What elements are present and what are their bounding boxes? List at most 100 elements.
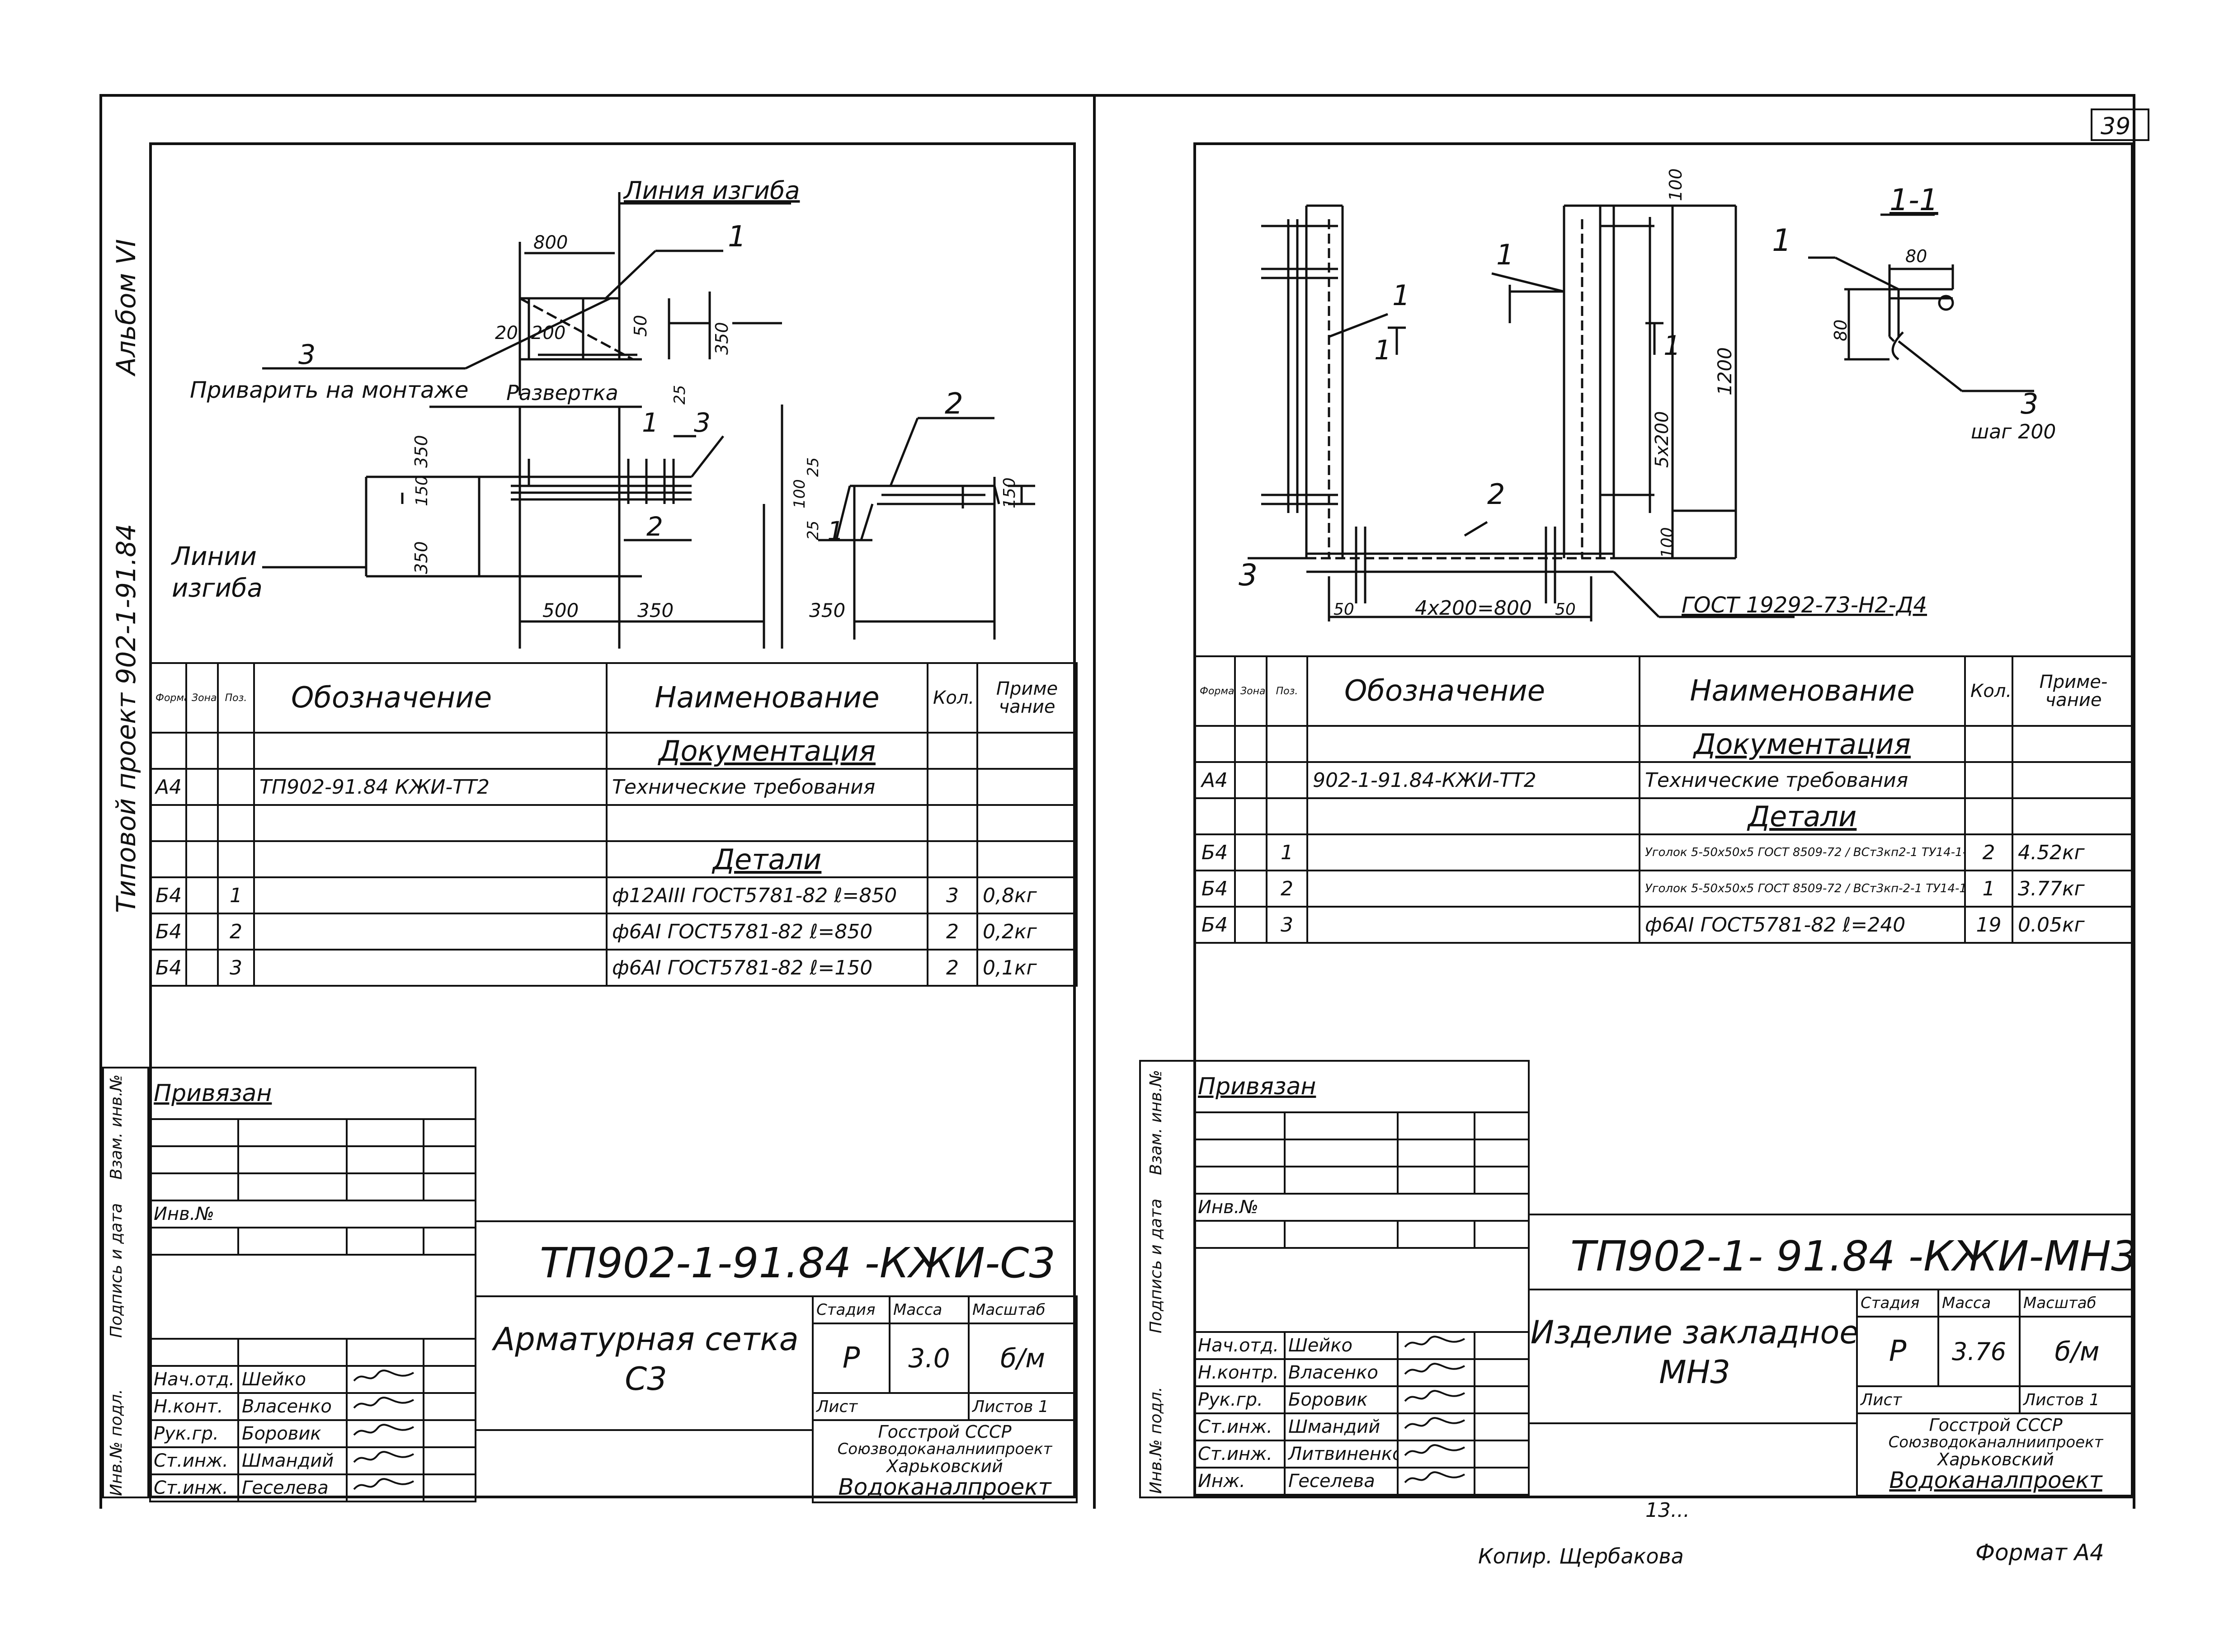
col-name: Наименование	[606, 662, 928, 734]
weld-note: Приварить на монтаже	[190, 377, 468, 403]
callout-2: 2	[1487, 478, 1505, 511]
signer-date	[423, 1473, 476, 1502]
left-org-3: Харьковский	[886, 1456, 1003, 1476]
album-side-text: Альбом VI	[111, 239, 141, 375]
gost-label: ГОСТ 19292-73-Н2-Д4	[1682, 593, 1927, 618]
signature	[1397, 1440, 1475, 1468]
left-spec-name: ф12АIII ГОСТ5781-82 ℓ=850	[606, 876, 928, 914]
left-stamp-name-box: Арматурная сетка С3	[475, 1295, 814, 1431]
right-spec-pos	[1266, 725, 1308, 763]
dim-50-right: 50	[1555, 600, 1576, 619]
sheet-left-line	[99, 94, 102, 1509]
right-spec-qty: 19	[1964, 906, 2013, 944]
left-spec-header: Формат Зона Поз. Обозначение Наименовани…	[149, 662, 1078, 734]
dim-25: 25	[671, 385, 689, 405]
dim-350-c: 350	[637, 599, 674, 621]
left-spec-format	[149, 840, 187, 878]
dim-100: 100	[791, 479, 809, 508]
section-label: 1-1	[1889, 183, 1938, 217]
left-spec-qty	[927, 732, 978, 770]
signature-scribble	[353, 1478, 414, 1490]
signature	[1397, 1331, 1475, 1360]
signer-role: Н.контр.	[1193, 1358, 1286, 1387]
signer-name: Власенко	[1284, 1358, 1399, 1387]
signer-date	[423, 1392, 476, 1421]
step-label: шаг 200	[1971, 420, 2056, 443]
left-spec-pos: 3	[217, 949, 255, 987]
left-spec-name	[606, 804, 928, 842]
right-spec-designation	[1306, 870, 1640, 908]
signer-row: Н.контр.Власенко	[1193, 1358, 1530, 1387]
left-spec-name: ф6АI ГОСТ5781-82 ℓ=150	[606, 949, 928, 987]
dim-25-b: 25	[804, 457, 822, 477]
right-spec-designation	[1306, 833, 1640, 871]
left-spec-note: 0,1кг	[976, 949, 1078, 987]
right-spec-format: А4	[1193, 761, 1236, 799]
r-col-pos: Поз.	[1266, 655, 1308, 727]
dim-200: 200	[531, 323, 565, 344]
left-org-2: Союзводоканалниипроект	[837, 1440, 1052, 1458]
dim-350-b: 350	[411, 541, 431, 574]
dim-20: 20	[495, 323, 518, 344]
callout-3-section: 3	[2021, 387, 2038, 420]
right-spec-note: 4.52кг	[2012, 833, 2135, 871]
left-privyazan-table: Привязан Инв.№	[149, 1067, 477, 1256]
callout-1-dev: 1	[642, 407, 659, 438]
right-spec-qty	[1964, 725, 2013, 763]
right-spec-zone	[1234, 870, 1267, 908]
right-title-code: ТП902-1- 91.84 -КЖИ-МН3	[1570, 1232, 2138, 1280]
right-scale: б/м	[2019, 1316, 2135, 1387]
right-spec-format: Б4	[1193, 833, 1236, 871]
signature	[346, 1365, 424, 1394]
signer-row: Ст.инж.Литвиненко	[1193, 1440, 1530, 1468]
right-spec-name: Документация	[1639, 725, 1966, 763]
page-number-box: 39	[2091, 108, 2149, 141]
callout-1-section: 1	[1772, 223, 1791, 259]
left-stage-table: Стадия Масса Масштаб Р 3.0 б/м Лист Лист…	[812, 1295, 1078, 1503]
right-spec-pos: 1	[1266, 833, 1308, 871]
left-spec-pos: 1	[217, 876, 255, 914]
left-spec-pos	[217, 732, 255, 770]
right-spec-row: Документация	[1193, 725, 2135, 763]
left-org: Госстрой СССР Союзводоканалниипроект Хар…	[812, 1419, 1078, 1503]
left-privyazan-label: Привязан	[149, 1067, 477, 1120]
left-scale: б/м	[968, 1323, 1078, 1394]
signer-date	[1474, 1412, 1530, 1441]
dim-150-b: 150	[1000, 477, 1019, 508]
right-spec-zone	[1234, 761, 1267, 799]
r-col-qty: Кол.	[1964, 655, 2013, 727]
callout-3-weld: 3	[298, 339, 316, 371]
left-spec-qty	[927, 840, 978, 878]
signature	[346, 1392, 424, 1421]
left-spec-pos	[217, 840, 255, 878]
left-spec-name: Технические требования	[606, 768, 928, 806]
right-org-1: Госстрой СССР	[1929, 1415, 2063, 1435]
dim-4x200: 4х200=800	[1415, 597, 1532, 620]
signer-date	[1474, 1331, 1530, 1360]
left-spec-qty: 2	[927, 949, 978, 987]
left-scale-h: Масштаб	[968, 1295, 1078, 1324]
right-spec-designation	[1306, 725, 1640, 763]
dim-350-a: 350	[411, 435, 431, 468]
dim-150-a: 150	[413, 475, 431, 506]
col-format: Формат	[149, 662, 187, 734]
right-spec-pos: 2	[1266, 870, 1308, 908]
signer-role: Нач.отд.	[1193, 1331, 1286, 1360]
dim-1200: 1200	[1714, 347, 1736, 395]
right-stamp-name-box: Изделие закладное МН3	[1528, 1289, 1859, 1424]
left-spec-name: ф6АI ГОСТ5781-82 ℓ=850	[606, 913, 928, 951]
dim-5x200: 5х200	[1652, 411, 1673, 468]
callout-1-top: 1	[728, 220, 746, 254]
signer-date	[1474, 1358, 1530, 1387]
signer-date	[1474, 1440, 1530, 1468]
left-spec-designation: ТП902-91.84 КЖИ-ТТ2	[253, 768, 608, 806]
right-org-4: Водоканалпроект	[1889, 1467, 2102, 1494]
sheet-top-line	[99, 94, 2134, 97]
left-spec-zone	[185, 840, 219, 878]
left-mass-h: Масса	[889, 1295, 970, 1324]
dim-50-left: 50	[1333, 600, 1354, 619]
